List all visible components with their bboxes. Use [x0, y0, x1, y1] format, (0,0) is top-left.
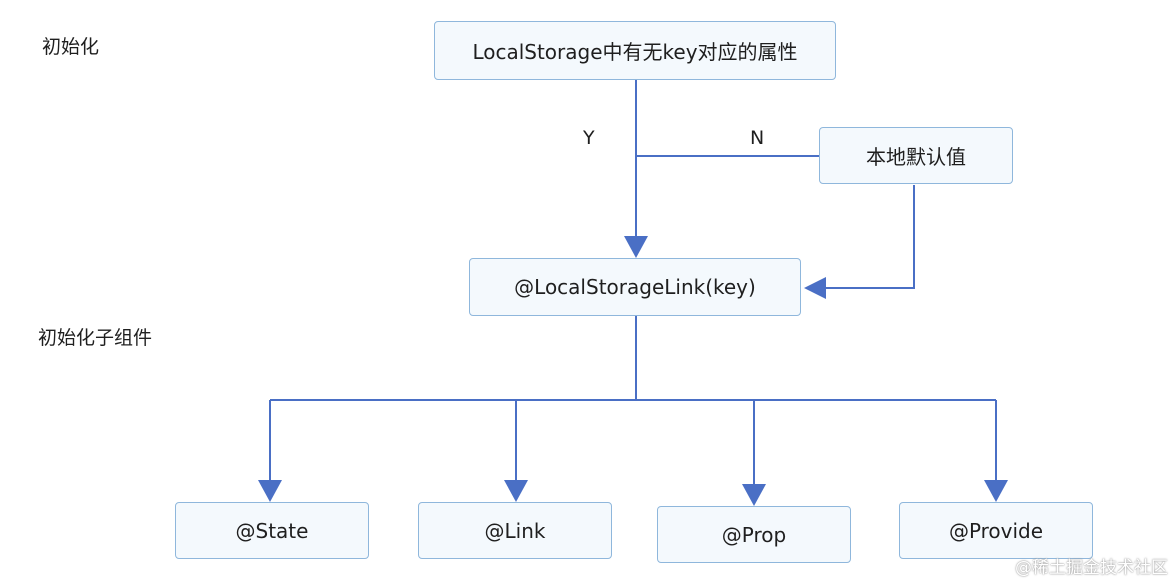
arrowhead-state: [258, 480, 282, 502]
provide-node: @Provide: [899, 502, 1093, 559]
check-key-node: LocalStorage中有无key对应的属性: [434, 21, 836, 80]
local-storage-link-node: @LocalStorageLink(key): [469, 258, 801, 316]
arrowhead-link-right: [804, 277, 826, 299]
branch-yes-label: Y: [583, 127, 595, 149]
branch-no-label: N: [750, 127, 765, 149]
watermark: @稀土掘金技术社区: [1015, 558, 1168, 578]
arrowhead-link-top: [624, 236, 648, 258]
arrowhead-provide: [984, 480, 1008, 502]
state-node: @State: [175, 502, 369, 559]
init-child-label: 初始化子组件: [38, 327, 153, 349]
default-value-node: 本地默认值: [819, 127, 1013, 184]
arrowhead-prop: [742, 484, 766, 506]
arrowhead-link-child: [504, 480, 528, 502]
init-label: 初始化: [42, 36, 100, 58]
prop-node: @Prop: [657, 506, 851, 563]
link-child-node: @Link: [418, 502, 612, 559]
edge-default-to-link: [826, 185, 915, 289]
